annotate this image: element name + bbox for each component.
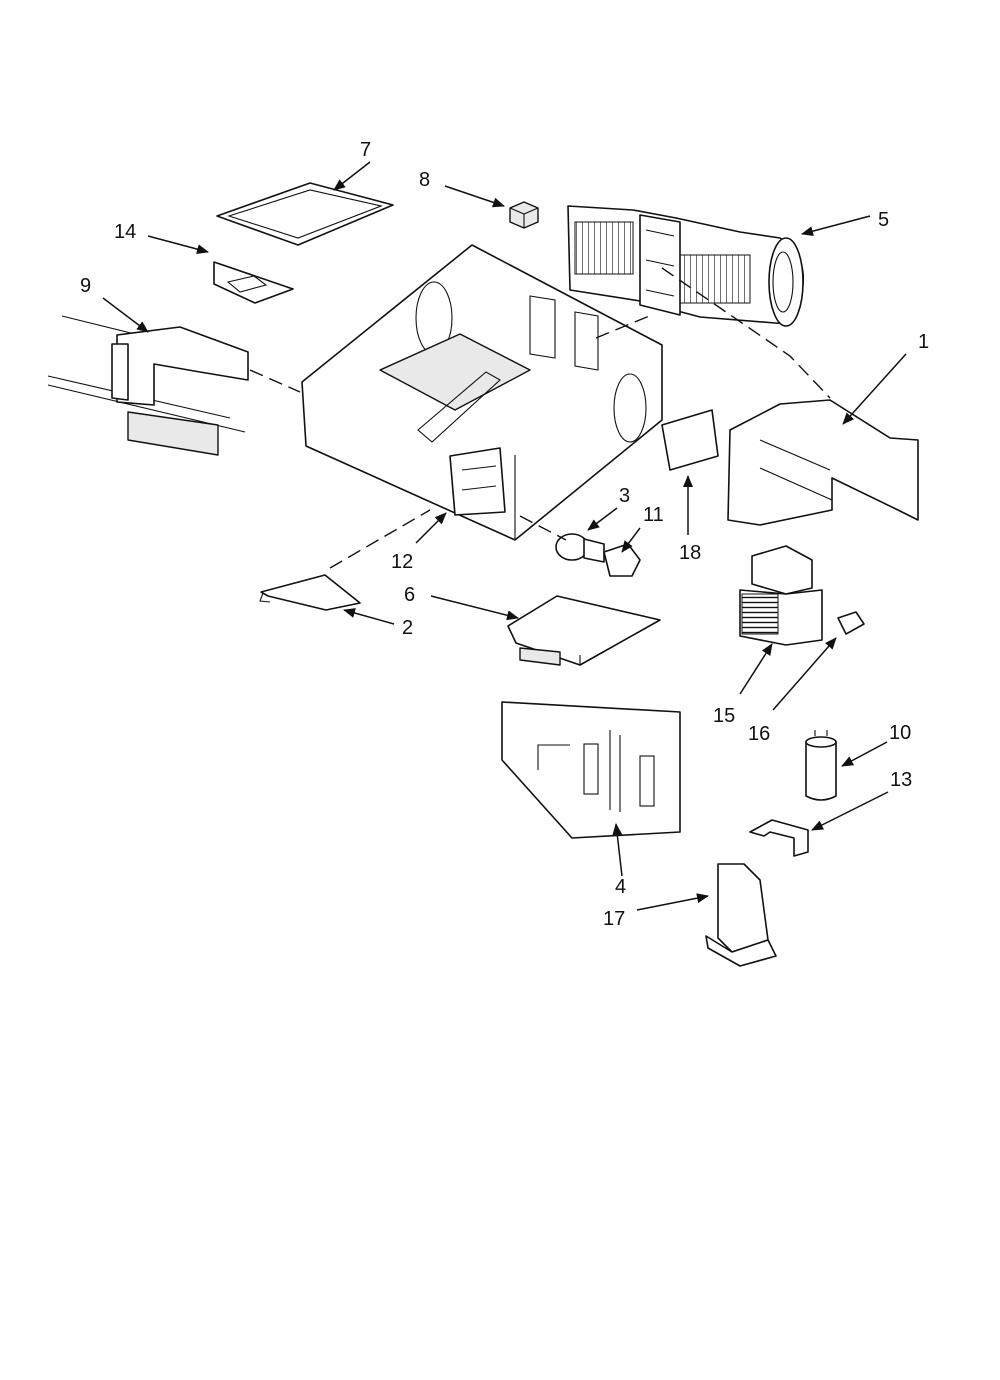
callout-4: 4 — [615, 876, 626, 898]
callout-12: 12 — [391, 551, 413, 573]
main-base-assembly — [301, 244, 663, 541]
callout-3: 3 — [619, 485, 630, 507]
part-7-filter-frame — [216, 182, 394, 246]
callout-7: 7 — [360, 139, 371, 161]
part-13-bracket — [749, 819, 809, 857]
part-10-capacitor — [805, 730, 837, 801]
callout-17: 17 — [603, 908, 625, 930]
part-1-air-duct — [727, 399, 919, 526]
callout-14: 14 — [114, 221, 136, 243]
part-11-socket — [603, 543, 641, 577]
callout-6: 6 — [404, 584, 415, 606]
part-3-lamp — [555, 533, 605, 563]
part-6-shelf — [507, 595, 661, 666]
callout-18: 18 — [679, 542, 701, 564]
part-2-plate — [259, 574, 361, 611]
part-14-plate — [213, 261, 294, 304]
part-15-transformer — [739, 545, 823, 646]
callout-9: 9 — [80, 275, 91, 297]
callout-16: 16 — [748, 723, 770, 745]
callout-8: 8 — [419, 169, 430, 191]
callout-5: 5 — [878, 209, 889, 231]
callout-1: 1 — [918, 331, 929, 353]
callout-15: 15 — [713, 705, 735, 727]
part-8-switch — [509, 201, 539, 229]
leader-lines — [102, 161, 907, 911]
part-5-blower-assembly — [567, 205, 804, 327]
part-18-plate — [661, 409, 719, 471]
callout-11: 11 — [643, 504, 664, 526]
assembly-lines — [249, 267, 831, 569]
callout-13: 13 — [890, 769, 912, 791]
part-16-switch — [837, 611, 865, 635]
callout-labels: 7 8 5 14 9 1 3 11 18 12 6 2 15 10 16 13 … — [80, 139, 929, 930]
callout-10: 10 — [889, 722, 911, 744]
part-4-rear-panel — [501, 701, 681, 839]
callout-2: 2 — [402, 617, 413, 639]
part-17-bracket — [705, 863, 777, 967]
part-9-duct — [47, 315, 249, 456]
